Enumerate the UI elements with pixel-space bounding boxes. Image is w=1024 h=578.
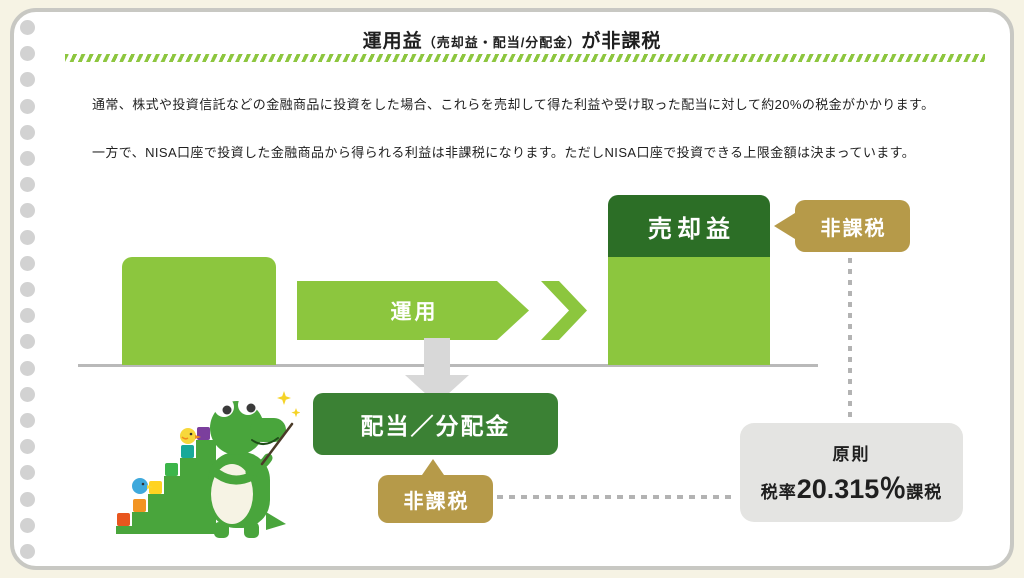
sale-bar: 売却益 <box>608 195 770 365</box>
binding-hole <box>20 20 35 35</box>
badge-pointer-left <box>774 213 795 239</box>
paragraph-tax-normal: 通常、株式や投資信託などの金融商品に投資をした場合、これらを売却して得た利益や受… <box>92 97 935 112</box>
badge-pointer-up <box>422 459 444 475</box>
down-arrow-icon <box>405 338 469 404</box>
binding-hole <box>20 282 35 297</box>
principal-bar <box>122 257 276 365</box>
title-main: 運用益 <box>362 31 423 52</box>
management-arrow-shape <box>297 281 587 340</box>
title-suffix: が非課税 <box>581 31 662 52</box>
binding-hole <box>20 177 35 193</box>
binding-hole <box>20 413 35 428</box>
binding-hole <box>20 386 35 402</box>
crocodile-mascot <box>100 382 301 546</box>
title-paren: （売却益・配当/分配金） <box>422 35 582 50</box>
tax-note-prefix: 税率 <box>760 482 797 502</box>
binding-hole <box>20 229 35 245</box>
binding-hole <box>20 334 35 350</box>
management-arrow: 運用 <box>297 281 587 340</box>
binding-hole <box>20 308 35 324</box>
binding-hole <box>20 439 35 455</box>
tax-free-badge-top: 非課税 <box>774 200 910 252</box>
binding-hole <box>20 98 35 114</box>
bird-icon <box>132 478 153 494</box>
pointer-stick <box>260 422 294 466</box>
dividend-box: 配当／分配金 <box>313 393 558 455</box>
tax-free-badge-bottom: 非課税 <box>378 459 493 523</box>
tax-free-label-top: 非課税 <box>820 217 887 240</box>
tax-note-line1: 原則 <box>832 444 871 464</box>
chick-icon <box>180 428 201 444</box>
tax-rate-value: 20.315％ <box>796 473 907 504</box>
management-arrow-label: 運用 <box>390 300 439 324</box>
dotted-connector-vertical <box>848 258 852 418</box>
binding-hole <box>20 72 35 88</box>
crocodile-mascot-illustration <box>116 391 301 538</box>
tax-note-line2: 税率20.315％課税 <box>761 467 943 506</box>
binding-hole <box>20 517 35 533</box>
binding-hole <box>20 465 35 481</box>
binding-hole <box>20 255 35 271</box>
crocodile-body <box>208 395 286 538</box>
tax-rate-note: 原則 税率20.315％課税 <box>740 423 963 522</box>
binding-hole <box>20 491 35 507</box>
binding-hole <box>20 203 35 219</box>
binding-hole <box>20 360 35 376</box>
binding-hole <box>20 46 35 62</box>
binding-hole <box>20 124 35 140</box>
tax-note-suffix: 課税 <box>906 482 943 502</box>
dotted-connector-horizontal <box>497 495 737 499</box>
sparkle-icon <box>277 391 301 418</box>
tax-free-label-bottom: 非課税 <box>403 490 470 513</box>
binding-hole <box>20 151 35 166</box>
paragraph-nisa-exempt: 一方で、NISA口座で投資した金融商品から得られる利益は非課税になります。ただし… <box>92 145 916 160</box>
page-title: 運用益（売却益・配当/分配金）が非課税 <box>0 26 1024 53</box>
sale-bar-base <box>608 257 770 365</box>
building-blocks <box>117 427 210 526</box>
capital-gain-segment: 売却益 <box>608 195 770 257</box>
striped-divider <box>65 54 985 62</box>
binding-hole <box>20 544 35 559</box>
staircase <box>116 440 216 534</box>
